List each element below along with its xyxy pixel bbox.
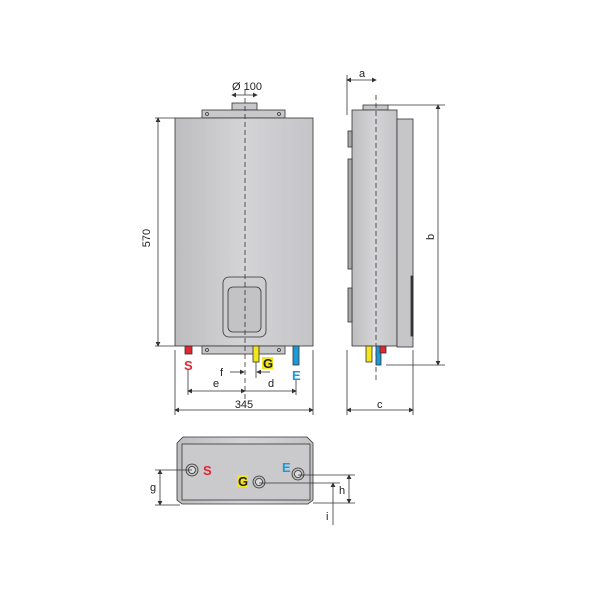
- front-e-label: E: [292, 368, 301, 383]
- dim-a-label: a: [359, 68, 366, 80]
- dim-f-label: f: [220, 367, 224, 379]
- g-label-bg: [262, 357, 273, 369]
- front-g-label: G: [263, 356, 273, 371]
- bottom-s-label: S: [203, 463, 212, 478]
- dim-g-label: g: [150, 482, 156, 494]
- side-view: [346, 75, 445, 415]
- dim-e-label: e: [213, 378, 219, 390]
- bottom-g-label-bg: [237, 475, 248, 487]
- bottom-e-label: E: [282, 460, 291, 475]
- bottom-view: [155, 436, 355, 525]
- width-label: 345: [235, 399, 253, 411]
- front-view: [155, 90, 314, 415]
- dim-i-label: i: [326, 511, 328, 523]
- dim-h-label: h: [339, 485, 345, 497]
- dim-c-label: c: [377, 399, 383, 411]
- front-s-label: S: [184, 358, 193, 373]
- dim-b-label: b: [425, 234, 437, 240]
- bottom-g-label: G: [238, 474, 248, 489]
- flue-diameter-label: Ø 100: [232, 81, 262, 93]
- dim-d-label: d: [268, 378, 274, 390]
- height-label: 570: [141, 229, 153, 247]
